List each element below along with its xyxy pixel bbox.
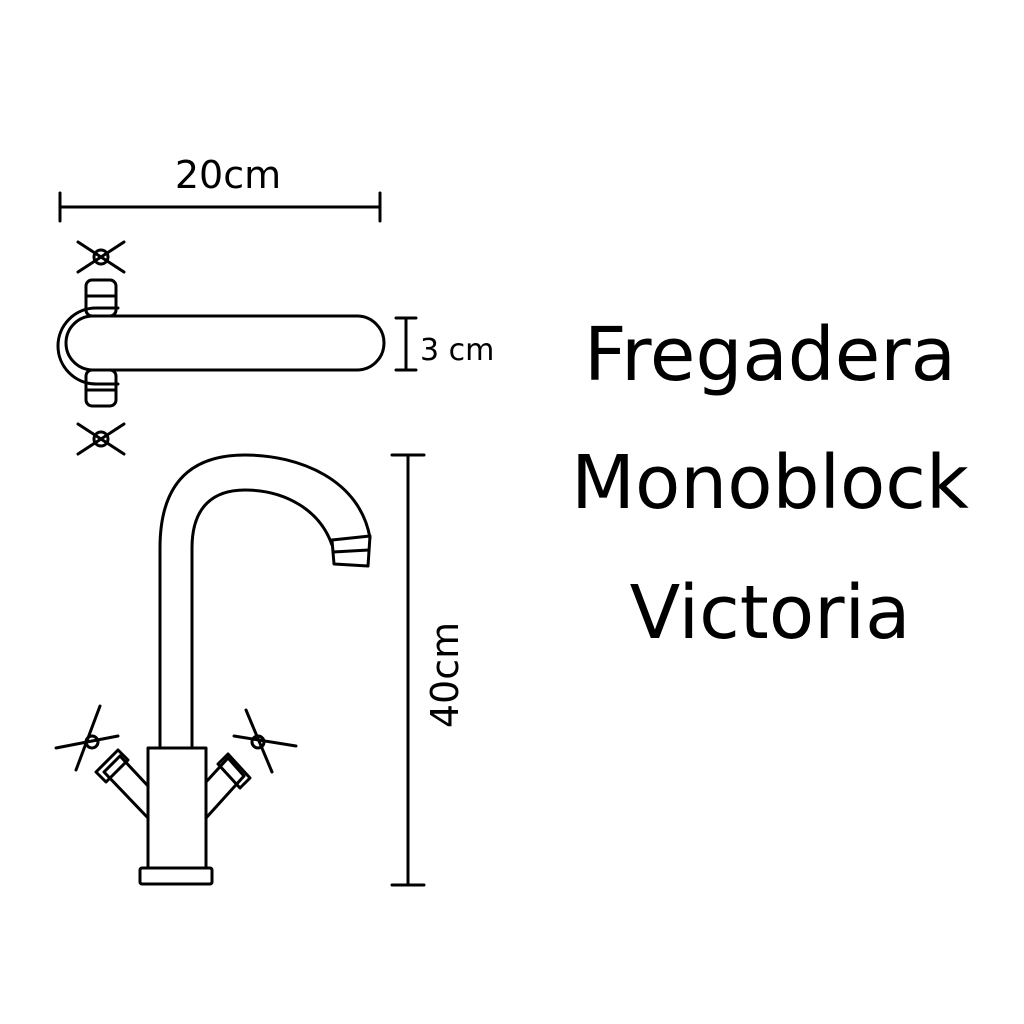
width-dimension-line [58,191,382,223]
top-handle-upper [76,240,126,274]
side-handle-right [204,708,298,820]
side-handle-left [54,704,150,820]
faucet-side-view [54,453,372,886]
product-title-line-3: Victoria [629,570,911,656]
depth-label: 3 cm [420,333,494,368]
height-dimension-line [390,453,426,887]
product-title-line-1: Fregadera [583,312,957,398]
width-label: 20cm [175,153,281,197]
top-handle-lower [76,422,126,456]
depth-dimension-line [394,316,418,372]
faucet-top-view [56,240,386,456]
product-title-line-2: Monoblock [571,440,969,526]
height-label: 40cm [423,622,467,728]
